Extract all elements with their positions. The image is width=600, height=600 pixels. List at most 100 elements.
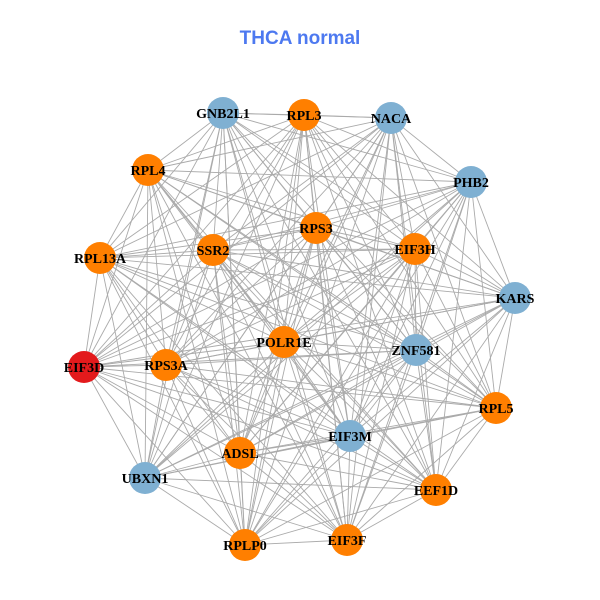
edge-KARS-EIF3M [349, 297, 516, 437]
edge-RPS3-EIF3H [315, 227, 416, 250]
edge-EIF3H-RPL13A [99, 248, 416, 259]
edge-EIF3H-EIF3F [346, 248, 416, 541]
edge-EIF3D-RPLP0 [83, 366, 246, 546]
edge-RPL13A-EIF3D [83, 257, 101, 368]
node-circle [268, 326, 300, 358]
edge-POLR1E-ADSL [239, 341, 285, 454]
edge-RPL5-RPLP0 [244, 407, 497, 546]
edge-RPL13A-POLR1E [99, 257, 285, 343]
edge-PHB2-RPS3 [315, 181, 472, 229]
edge-POLR1E-RPS3A [165, 341, 285, 366]
edge-KARS-ADSL [239, 297, 516, 454]
edge-NACA-EIF3D [83, 117, 392, 368]
node-eif3h: EIF3H [394, 233, 436, 265]
edge-NACA-EIF3M [349, 117, 392, 437]
node-eif3d: EIF3D [64, 351, 104, 383]
edge-RPL4-RPL13A [99, 169, 149, 259]
node-label: EIF3H [394, 243, 435, 258]
edge-RPL4-ZNF581 [147, 169, 417, 351]
edge-RPL13A-RPS3A [99, 257, 167, 366]
edge-EIF3H-EEF1D [414, 248, 437, 491]
node-kars: KARS [496, 282, 535, 314]
edge-RPL4-EIF3D [83, 169, 149, 368]
edge-POLR1E-EEF1D [283, 341, 437, 491]
edge-PHB2-ZNF581 [415, 181, 472, 351]
edge-UBXN1-EIF3F [144, 477, 348, 541]
edge-RPL5-ADSL [239, 407, 497, 454]
edge-PHB2-RPLP0 [244, 181, 472, 546]
node-label: EIF3M [328, 430, 372, 445]
edge-RPS3-EEF1D [315, 227, 437, 491]
edge-EIF3D-EIF3F [83, 366, 348, 541]
edge-NACA-RPS3A [165, 117, 392, 366]
edge-EIF3M-ADSL [239, 435, 351, 454]
node-circle [229, 529, 261, 561]
edge-SSR2-EIF3D [83, 249, 214, 368]
edge-NACA-SSR2 [212, 117, 392, 251]
node-circle [420, 474, 452, 506]
edge-POLR1E-RPL5 [283, 341, 497, 409]
edge-RPL13A-EEF1D [99, 257, 437, 491]
edge-EIF3M-EEF1D [349, 435, 437, 491]
node-circle [150, 349, 182, 381]
edge-EIF3M-RPLP0 [244, 435, 351, 546]
edge-RPL4-EIF3H [147, 169, 416, 250]
edge-EIF3D-UBXN1 [83, 366, 146, 479]
edge-GNB2L1-EIF3M [222, 112, 351, 437]
node-circle [375, 102, 407, 134]
node-label: UBXN1 [122, 472, 169, 487]
edge-NACA-EEF1D [390, 117, 437, 491]
node-circle [132, 154, 164, 186]
node-circle [499, 282, 531, 314]
node-rpl4: RPL4 [131, 154, 166, 186]
edge-RPS3A-UBXN1 [144, 364, 167, 479]
edge-RPL13A-EIF3F [99, 257, 348, 541]
edge-RPL13A-UBXN1 [99, 257, 146, 479]
edge-RPL3-SSR2 [212, 114, 305, 251]
node-circle [129, 462, 161, 494]
edge-RPS3A-RPLP0 [165, 364, 246, 546]
edge-NACA-ZNF581 [390, 117, 417, 351]
edge-ZNF581-EIF3F [346, 349, 417, 541]
edge-SSR2-EEF1D [212, 249, 437, 491]
edge-RPL4-PHB2 [147, 169, 472, 183]
node-eif3f: EIF3F [328, 524, 366, 556]
edge-EEF1D-RPLP0 [244, 489, 437, 546]
edge-NACA-EIF3H [390, 117, 416, 250]
edge-RPL3-RPS3A [165, 114, 305, 366]
edge-GNB2L1-UBXN1 [144, 112, 224, 479]
node-label: ADSL [221, 447, 258, 462]
edge-GNB2L1-SSR2 [212, 112, 224, 251]
edge-ZNF581-RPL5 [415, 349, 497, 409]
node-circle [455, 166, 487, 198]
edge-PHB2-UBXN1 [144, 181, 472, 479]
edge-RPL3-ADSL [239, 114, 305, 454]
edge-RPLP0-EIF3F [244, 539, 348, 546]
node-label: RPL13A [74, 252, 127, 267]
edge-RPS3-POLR1E [283, 227, 317, 343]
node-rplp0: RPLP0 [223, 529, 267, 561]
node-label: POLR1E [256, 336, 311, 351]
node-label: KARS [496, 292, 535, 307]
node-naca: NACA [371, 102, 412, 134]
edge-EIF3D-ADSL [83, 366, 241, 454]
edge-ZNF581-UBXN1 [144, 349, 417, 479]
node-circle [224, 437, 256, 469]
node-circle [84, 242, 116, 274]
edge-RPL13A-RPLP0 [99, 257, 246, 546]
edge-SSR2-EIF3F [212, 249, 348, 541]
edge-RPS3-EIF3F [315, 227, 348, 541]
edge-EIF3M-EIF3F [346, 435, 351, 541]
node-label: RPL5 [479, 402, 514, 417]
edge-RPS3-RPS3A [165, 227, 317, 366]
edge-EEF1D-EIF3F [346, 489, 437, 541]
edge-SSR2-RPL13A [99, 249, 214, 259]
edge-UBXN1-EEF1D [144, 477, 437, 491]
node-label: PHB2 [453, 176, 489, 191]
figure-title: THCA normal [239, 28, 361, 49]
edge-EIF3H-ZNF581 [414, 248, 417, 351]
node-label: RPLP0 [223, 539, 267, 554]
node-label: NACA [371, 112, 412, 127]
